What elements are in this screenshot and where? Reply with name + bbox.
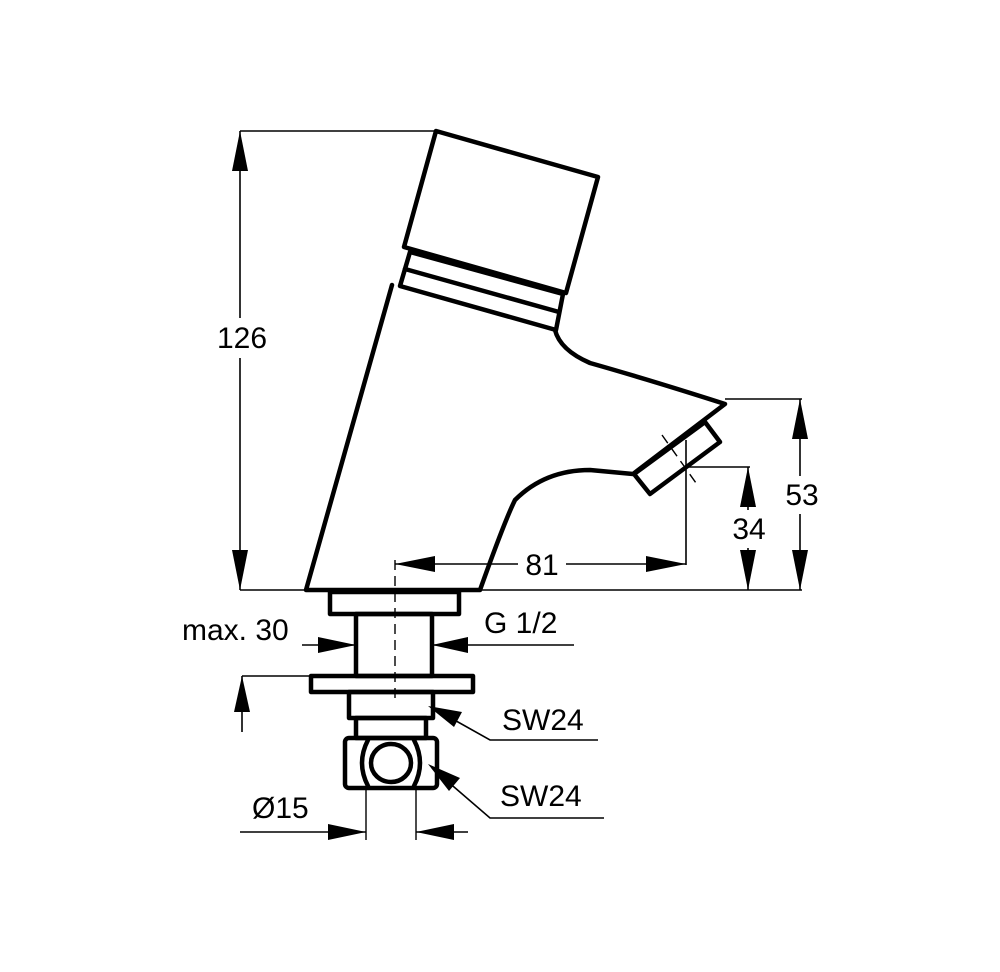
aerator xyxy=(631,419,723,497)
hex-flat-left xyxy=(359,737,371,789)
threaded-shank xyxy=(353,611,435,679)
dimension-total-height: 126 xyxy=(212,131,272,590)
dimension-wrench-connector: SW24 xyxy=(428,764,604,819)
label-outlet-height: 34 xyxy=(732,513,765,546)
label-max-counter-thickness: max. 30 xyxy=(182,614,289,647)
label-total-height: 126 xyxy=(217,322,267,355)
dimension-thread: G 1/2 xyxy=(432,607,574,653)
mounting-assembly xyxy=(308,560,476,840)
label-pipe-diameter: Ø15 xyxy=(252,792,309,825)
dimension-outlet-height: 34 xyxy=(726,467,772,590)
label-outlet-height-top: 53 xyxy=(785,479,818,512)
label-wrench-nut: SW24 xyxy=(502,704,584,737)
hex-center-flat xyxy=(368,741,414,785)
dimension-wrench-nut: SW24 xyxy=(428,704,598,741)
fixing-nut xyxy=(346,689,436,721)
collar-ring-groove xyxy=(402,266,562,315)
fixing-washer xyxy=(308,673,476,695)
label-thread: G 1/2 xyxy=(484,607,557,640)
label-projection: 81 xyxy=(525,549,558,582)
body-and-spout xyxy=(303,282,728,593)
connector-neck xyxy=(353,715,429,741)
hex-connector xyxy=(342,735,440,791)
label-wrench-connector: SW24 xyxy=(500,780,582,813)
dimension-projection: 81 xyxy=(395,546,686,582)
push-button-cap xyxy=(401,128,601,296)
dimension-pipe-diameter: Ø15 xyxy=(240,792,468,840)
dimension-outlet-height-top: 53 xyxy=(778,399,824,590)
hex-flat-right xyxy=(411,737,423,789)
tap-body xyxy=(303,128,728,593)
dimension-max-counter-thickness: max. 30 xyxy=(182,614,356,732)
